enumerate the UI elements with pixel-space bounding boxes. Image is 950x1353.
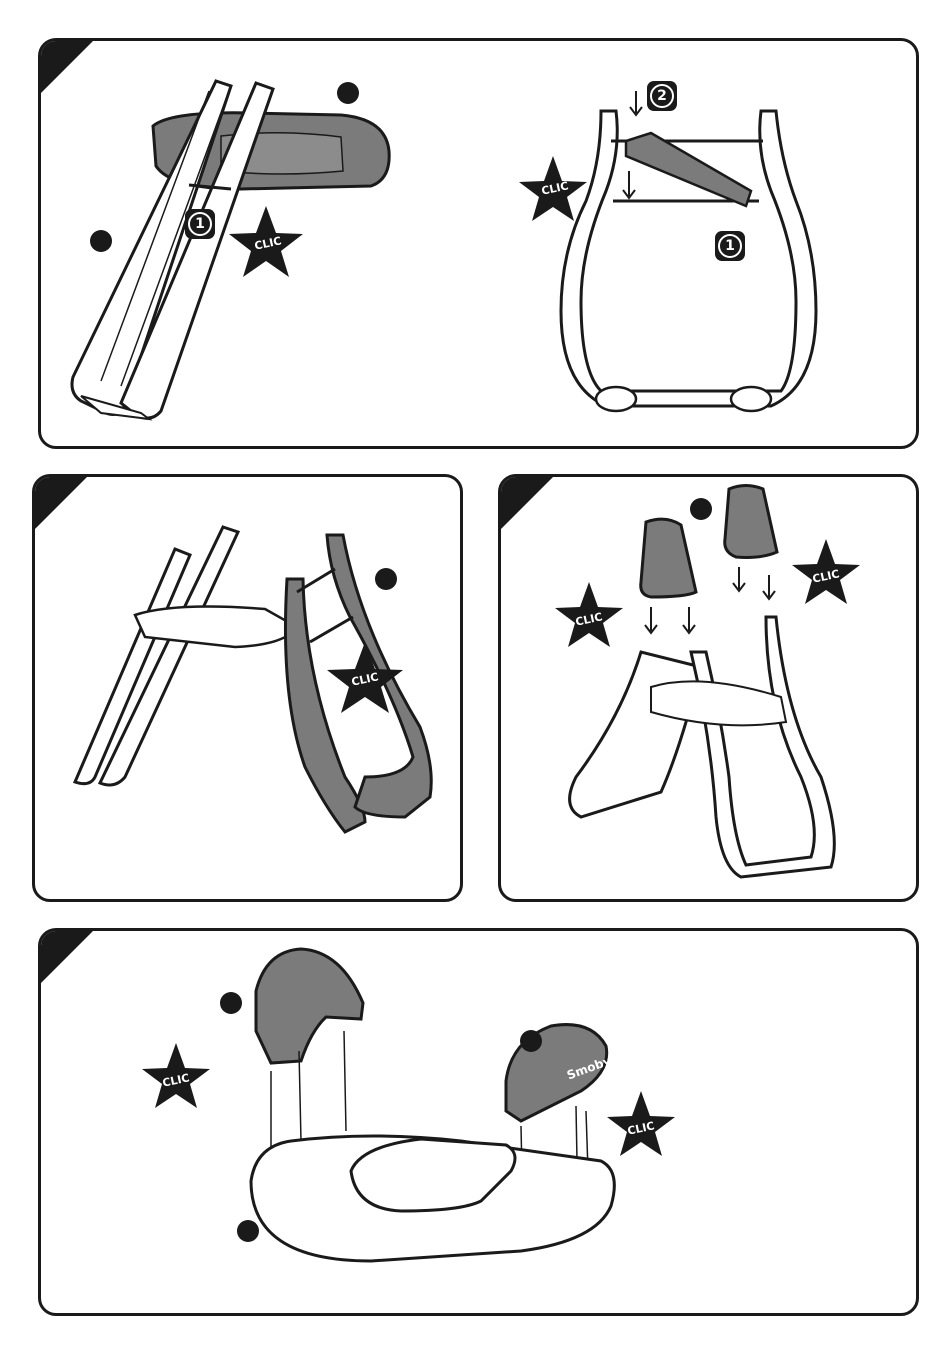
part-marker (220, 992, 242, 1014)
cap-part (641, 519, 696, 597)
step-panel-3: CLIC CLIC CLIC (498, 474, 919, 902)
step-badge: 1 (715, 231, 745, 261)
step-badge: 1 (185, 209, 215, 239)
part-marker (90, 230, 112, 252)
step-panel-1: 1 2 1 CLIC CLIC (38, 38, 919, 449)
cover-part (256, 949, 363, 1063)
assembled-frame (570, 652, 701, 817)
step-badge: 2 (647, 81, 677, 111)
part-marker (337, 82, 359, 104)
cap-part (725, 486, 777, 558)
step-1-illustration (41, 41, 919, 449)
part-marker (237, 1220, 259, 1242)
part-marker (520, 1030, 542, 1052)
step-3-illustration (501, 477, 919, 902)
step-2-illustration (35, 477, 463, 902)
step-4-illustration (41, 931, 919, 1316)
part-marker (690, 498, 712, 520)
tray-part (626, 133, 751, 206)
step-panel-2: CLIC (32, 474, 463, 902)
step-panel-4: Smoby CLIC CLIC (38, 928, 919, 1316)
part-marker (375, 568, 397, 590)
